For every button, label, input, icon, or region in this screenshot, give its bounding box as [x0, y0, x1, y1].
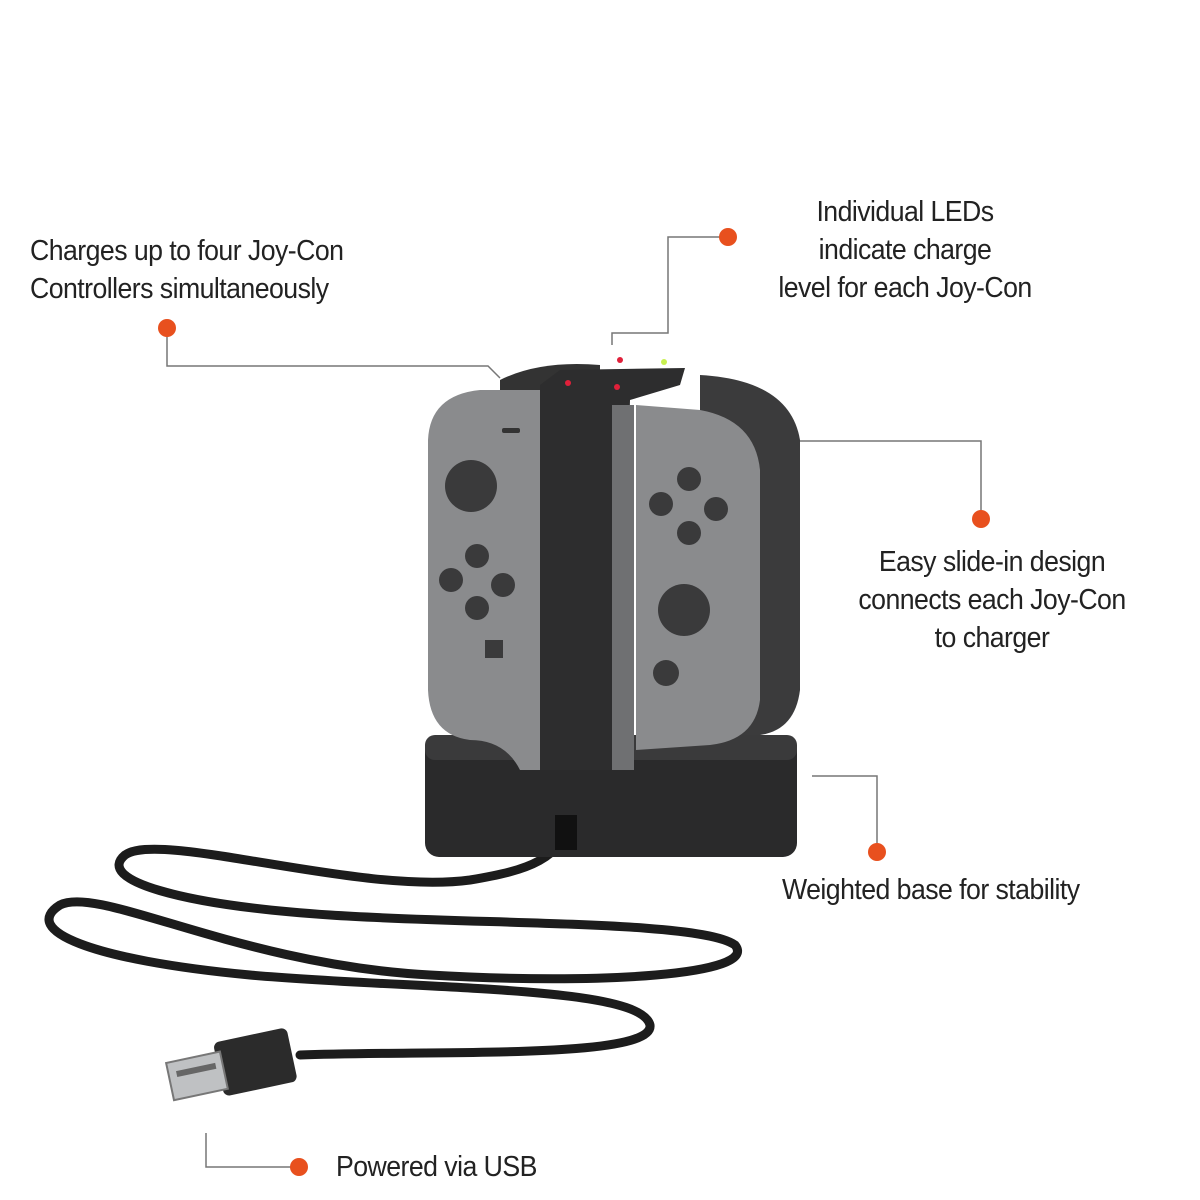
callout-dot-icon — [290, 1158, 308, 1176]
callout-slide: Easy slide-in design connects each Joy-C… — [858, 546, 1126, 654]
callout-usb: Powered via USB — [336, 1151, 537, 1183]
led-3 — [614, 384, 620, 390]
callout-dot-icon — [868, 843, 886, 861]
usb-cable — [44, 810, 742, 1060]
led-1 — [617, 357, 623, 363]
usb-plug-icon — [164, 1028, 297, 1102]
led-4 — [661, 359, 667, 365]
callout-dot-icon — [719, 228, 737, 246]
callout-dots — [158, 228, 990, 1176]
callout-dot-icon — [972, 510, 990, 528]
callout-dot-icon — [158, 319, 176, 337]
callout-charges: Charges up to four Joy-Con Controllers s… — [30, 235, 344, 305]
led-2 — [565, 380, 571, 386]
callout-leds: Individual LEDs indicate charge level fo… — [778, 196, 1032, 304]
callout-base: Weighted base for stability — [782, 874, 1080, 906]
leader-lines — [166, 236, 982, 1168]
right-joycon — [636, 405, 760, 750]
